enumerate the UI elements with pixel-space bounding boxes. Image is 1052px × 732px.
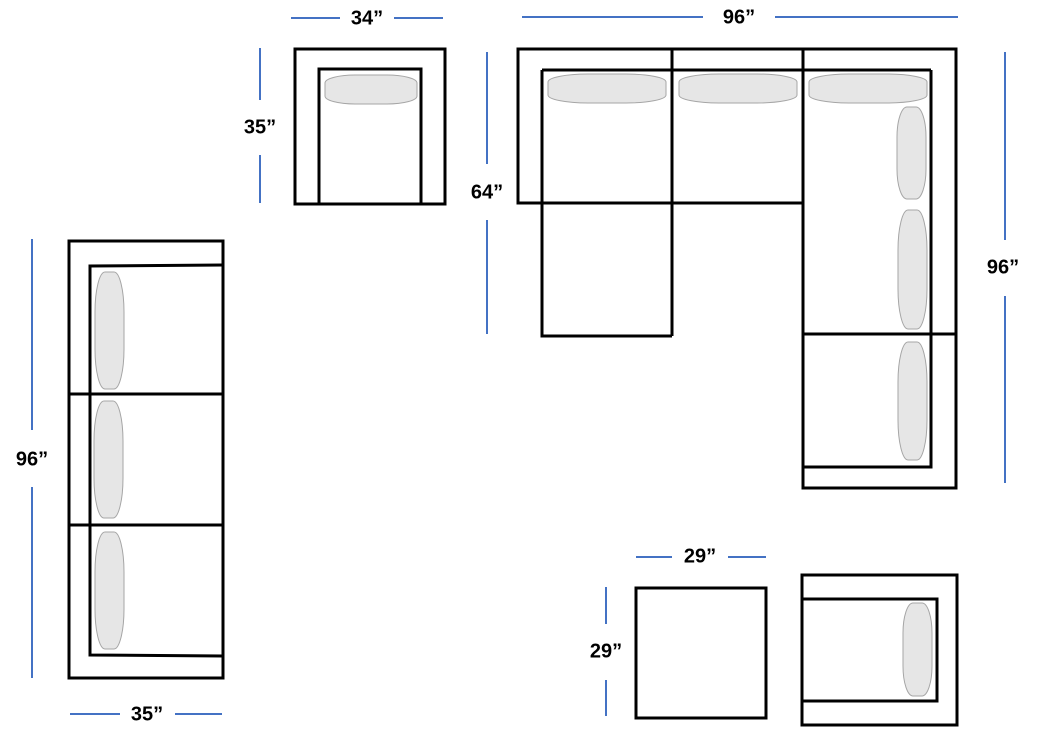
dimension-label: 29” bbox=[684, 545, 716, 567]
back-cushion bbox=[324, 74, 418, 105]
back-cushion bbox=[547, 73, 667, 104]
armchair-top bbox=[293, 47, 447, 206]
dimension-armchair-depth: 35” bbox=[244, 48, 276, 203]
back-cushion bbox=[808, 73, 928, 104]
dimension-ottoman-width: 29” bbox=[636, 545, 766, 567]
back-cushion bbox=[897, 341, 928, 461]
back-cushion bbox=[896, 106, 927, 200]
dimension-label: 64” bbox=[471, 181, 503, 203]
dimension-sofa-depth: 35” bbox=[70, 703, 222, 725]
dimension-armchair-width: 34” bbox=[291, 7, 443, 29]
dimension-sectional-width: 96” bbox=[522, 6, 958, 28]
back-cushion bbox=[897, 209, 928, 330]
armchair-side bbox=[800, 573, 959, 727]
dimension-label: 96” bbox=[723, 6, 755, 28]
dimension-label: 35” bbox=[244, 116, 276, 138]
ottoman bbox=[634, 586, 768, 720]
back-cushion bbox=[902, 602, 933, 697]
dimension-label: 96” bbox=[16, 448, 48, 470]
sofa-left bbox=[67, 239, 225, 680]
dimension-label: 34” bbox=[351, 7, 383, 29]
dimension-sectional-depth-left: 64” bbox=[471, 52, 503, 334]
dimension-ottoman-depth: 29” bbox=[590, 587, 622, 716]
dimension-sectional-depth-right: 96” bbox=[987, 52, 1019, 483]
sectional bbox=[516, 47, 958, 490]
dimension-sofa-length: 96” bbox=[16, 239, 48, 678]
dimension-label: 29” bbox=[590, 640, 622, 662]
back-cushion bbox=[678, 73, 798, 104]
dimension-label: 96” bbox=[987, 256, 1019, 278]
dimension-label: 35” bbox=[131, 703, 163, 725]
back-cushion bbox=[94, 531, 125, 650]
back-cushion bbox=[94, 271, 125, 390]
back-cushion bbox=[93, 400, 124, 519]
